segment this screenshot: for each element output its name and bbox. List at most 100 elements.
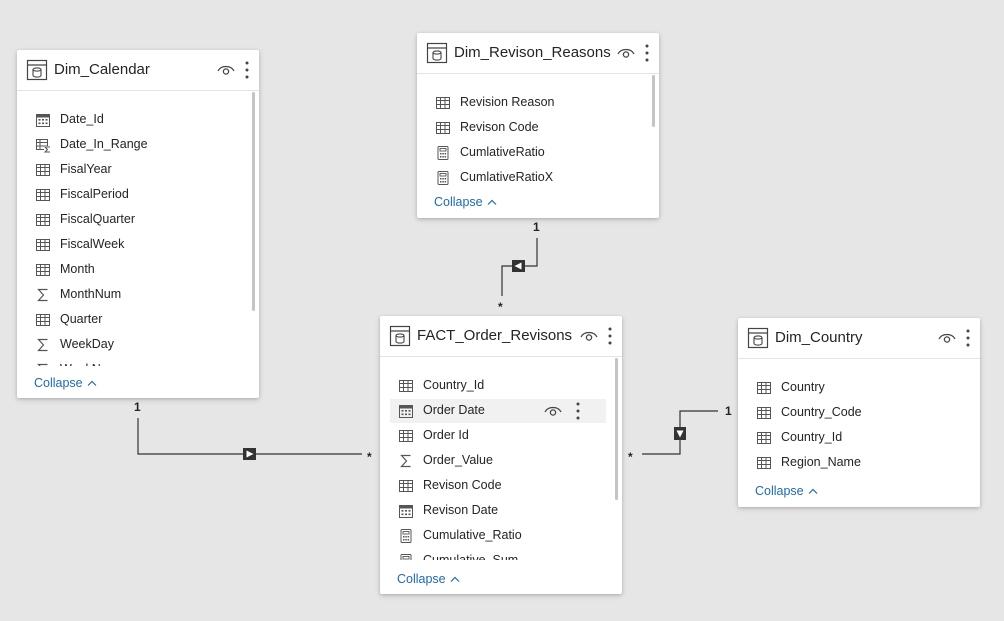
cardinality-one-reasons: 1 [533,220,540,234]
column-icon [756,455,772,471]
field-label: Revison Date [423,503,499,517]
field-row[interactable]: Order Date [390,399,606,423]
measure-icon [398,553,414,560]
field-label: Cumulative_Sum [423,553,519,560]
field-label: Date_In_Range [60,137,148,151]
more-options-icon[interactable] [244,60,250,80]
relationship-line-calendar-fact[interactable] [137,418,362,455]
column-icon [398,378,414,394]
collapse-button[interactable]: Collapse [434,195,497,209]
column-icon [435,95,451,111]
field-label: Date_Id [60,112,104,126]
scrollbar[interactable] [615,358,618,500]
field-row[interactable]: Date_In_Range [27,133,243,157]
calc-column-icon [35,137,51,153]
chevron-up-icon [87,380,97,386]
field-row[interactable]: Order Id [390,424,606,448]
filter-direction-arrow-country [674,427,686,440]
eye-icon[interactable] [938,331,956,345]
scrollbar[interactable] [252,92,255,311]
eye-icon[interactable] [617,46,635,60]
table-title: FACT_Order_Revisons [417,327,573,344]
column-icon [756,405,772,421]
field-label: Month [60,262,95,276]
field-row[interactable]: Month [27,258,243,282]
card-header[interactable]: Dim_Calendar [17,50,259,91]
field-row[interactable]: FisalYear [27,158,243,182]
field-row[interactable]: WeekNum [27,358,243,366]
field-row[interactable]: FiscalWeek [27,233,243,257]
more-options-icon[interactable] [607,326,613,346]
field-row[interactable]: Cumulative_Ratio [390,524,606,548]
field-row[interactable]: Country_Code [748,401,964,425]
cardinality-many-country: * [628,450,633,464]
field-row[interactable]: WeekDay [27,333,243,357]
measure-icon [435,145,451,161]
field-label: Revision Reason [460,95,555,109]
field-label: FisalYear [60,162,112,176]
field-row[interactable]: Revison Code [390,474,606,498]
cardinality-one-country: 1 [725,404,732,418]
field-label: Country_Id [781,430,843,444]
field-row[interactable]: Quarter [27,308,243,332]
field-label: MonthNum [60,287,122,301]
field-row[interactable]: Date_Id [27,108,243,132]
cardinality-one-calendar: 1 [134,400,141,414]
field-row[interactable]: FiscalQuarter [27,208,243,232]
eye-icon[interactable] [580,329,598,343]
eye-icon[interactable] [544,404,562,418]
sigma-icon [35,362,51,366]
card-header[interactable]: Dim_Country [738,318,980,359]
column-icon [398,478,414,494]
cardinality-many-calendar: * [367,450,372,464]
field-label: Revison Code [423,478,502,492]
field-row[interactable]: Revision Reason [427,91,643,115]
field-row[interactable]: Cumulative_Sum [390,549,606,560]
column-icon [756,380,772,396]
field-row[interactable]: MonthNum [27,283,243,307]
column-icon [435,120,451,136]
collapse-label: Collapse [755,484,804,498]
field-row[interactable]: Country_Id [748,426,964,450]
calendar-icon [398,403,414,419]
column-icon [35,237,51,253]
eye-icon[interactable] [217,63,235,77]
more-options-icon[interactable] [575,401,581,421]
field-row[interactable]: CumlativeRatio [427,141,643,165]
card-header[interactable]: FACT_Order_Revisons [380,316,622,357]
collapse-button[interactable]: Collapse [34,376,97,390]
card-header[interactable]: Dim_Revison_Reasons [417,33,659,74]
field-label: WeekNum [60,362,118,366]
field-row[interactable]: Order_Value [390,449,606,473]
more-options-icon[interactable] [644,43,650,63]
field-label: Region_Name [781,455,861,469]
field-row[interactable]: FiscalPeriod [27,183,243,207]
collapse-button[interactable]: Collapse [755,484,818,498]
table-icon [389,325,411,347]
field-label: CumlativeRatioX [460,170,554,184]
field-row[interactable]: Country [748,376,964,400]
field-label: CumlativeRatio [460,145,545,159]
field-row[interactable]: Revison Date [390,499,606,523]
more-options-icon[interactable] [965,328,971,348]
scrollbar[interactable] [652,75,655,127]
field-row[interactable]: Revison Code [427,116,643,140]
field-row[interactable]: CumlativeRatioX [427,166,643,187]
sigma-icon [398,453,414,469]
calendar-icon [398,503,414,519]
collapse-button[interactable]: Collapse [397,572,460,586]
field-row[interactable]: Region_Name [748,451,964,474]
field-row[interactable]: Country_Id [390,374,606,398]
column-icon [35,162,51,178]
cardinality-many-reasons: * [498,300,503,314]
field-label: Cumulative_Ratio [423,528,522,542]
table-icon [747,327,769,349]
